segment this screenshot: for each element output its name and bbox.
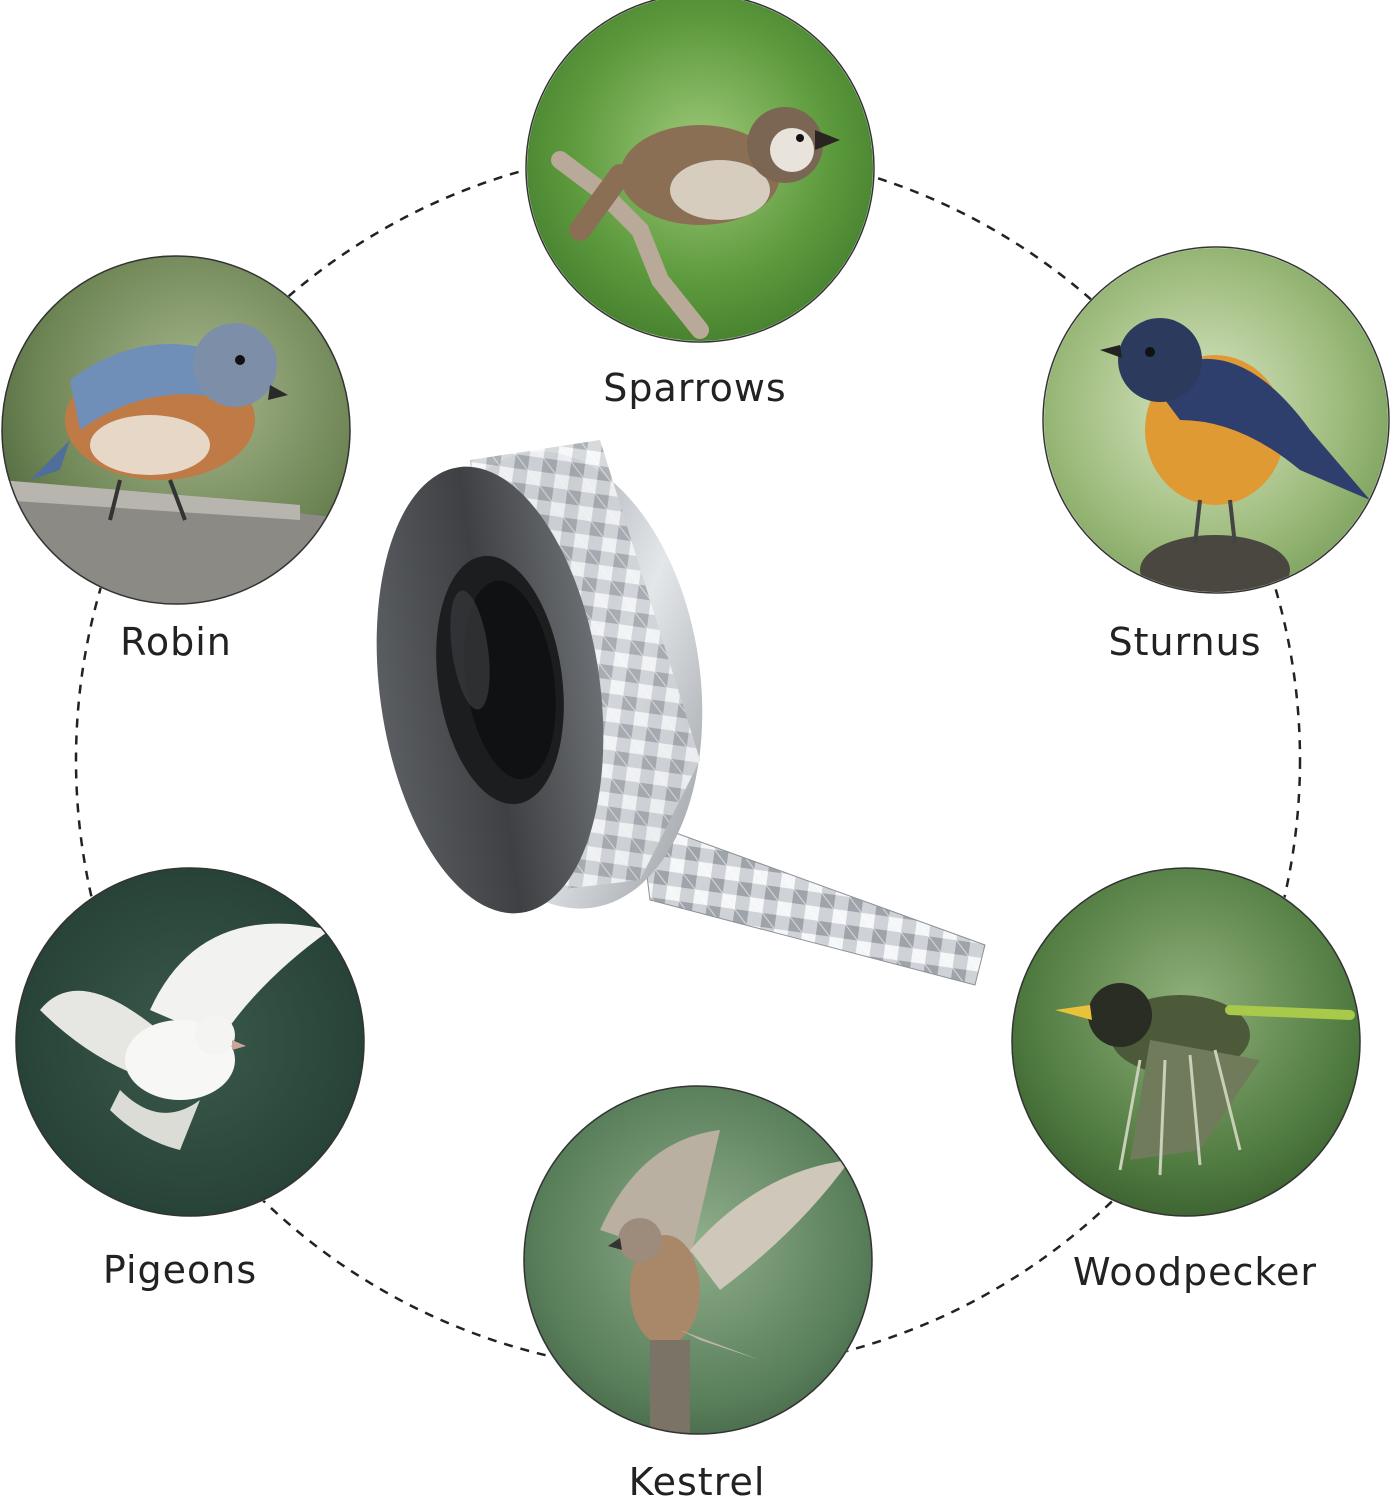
kestrel-photo	[523, 1085, 873, 1435]
label-robin: Robin	[120, 620, 232, 664]
tape-strip	[639, 819, 986, 986]
dashed-ring	[74, 146, 1302, 1374]
pigeon-photo	[15, 867, 365, 1217]
label-woodpecker: Woodpecker	[1072, 1250, 1318, 1294]
label-kestrel: Kestrel	[628, 1460, 766, 1504]
woodpecker-photo	[1011, 867, 1361, 1217]
sparrow-photo	[525, 0, 875, 343]
reflective-tape-roll	[376, 440, 986, 986]
robin-photo	[1, 255, 351, 605]
sturnus-photo	[1042, 246, 1390, 594]
label-sparrows: Sparrows	[603, 366, 787, 410]
label-pigeons: Pigeons	[102, 1248, 258, 1292]
label-sturnus: Sturnus	[1108, 620, 1262, 664]
